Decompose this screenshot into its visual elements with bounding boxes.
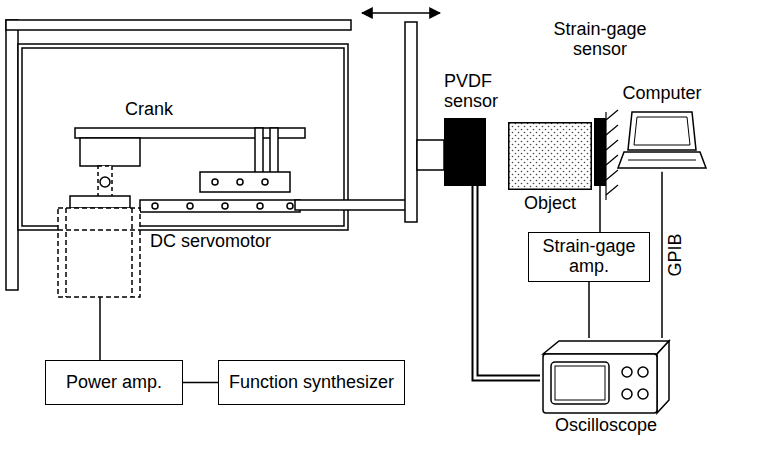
crank-mechanism [100, 177, 110, 187]
dc-servomotor [58, 229, 140, 231]
node-text: Oscilloscope [540, 416, 672, 436]
crank-mechanism [222, 203, 228, 209]
fixed-wall [606, 110, 618, 200]
crank-mechanism [237, 179, 243, 185]
oscilloscope-part [657, 341, 669, 413]
dc-servomotor [58, 196, 140, 297]
part-label: DC servomotor [150, 232, 271, 252]
dc-servomotor [58, 208, 140, 297]
connector-line [183, 382, 218, 384]
fixed-wall [606, 110, 618, 120]
connector-line [588, 282, 590, 338]
crank-mechanism [187, 203, 193, 209]
connector [475, 186, 540, 378]
oscilloscope-part [638, 367, 648, 377]
crank-mechanism [417, 140, 444, 170]
laptop-icon [616, 110, 708, 172]
fixed-wall [606, 140, 618, 150]
power-amp-box: Power amp. [45, 360, 183, 405]
node-text: Strain-gage amp. [539, 237, 639, 277]
strain-gage-amp-box: Strain-gage amp. [528, 232, 650, 282]
motion-arrow [362, 12, 440, 14]
crank-mechanism [212, 179, 218, 185]
dc-servomotor [65, 208, 67, 297]
motor-wire [99, 297, 101, 360]
connector-line [475, 186, 540, 378]
oscilloscope-part [638, 389, 648, 399]
oscilloscope-part [555, 366, 605, 400]
oscilloscope-part [551, 362, 609, 404]
fixed-wall [606, 125, 618, 135]
edge-label: GPIB [666, 231, 686, 278]
oscilloscope-part [543, 354, 657, 413]
oscilloscope-icon [541, 338, 671, 416]
oscilloscope-part [622, 367, 632, 377]
crank-mechanism [257, 203, 263, 209]
connector [662, 172, 663, 338]
object-box [508, 122, 592, 190]
computer: Computer [612, 84, 712, 172]
part-label: Crank [125, 100, 173, 120]
connector [183, 382, 218, 383]
pvdf-sensor: PVDF sensor [444, 72, 506, 186]
crank-mechanism [80, 138, 140, 166]
fixed-wall [606, 185, 618, 195]
sensor-film [444, 118, 486, 186]
connector [600, 186, 601, 232]
laptop-part [618, 152, 706, 168]
crank-mechanism [295, 200, 407, 210]
connector-line [661, 172, 663, 338]
object-specimen: Object [508, 122, 592, 214]
frame [6, 20, 18, 290]
fixed-wall [606, 170, 618, 180]
oscilloscope: Oscilloscope [540, 338, 672, 436]
laptop-part [628, 159, 696, 160]
node-text: Computer [612, 84, 712, 104]
crank-mechanism [75, 22, 444, 222]
strain-gage-strip [594, 118, 606, 186]
oscilloscope-part [622, 389, 632, 399]
dc-servomotor [131, 208, 133, 297]
node-text: Power amp. [66, 373, 162, 393]
frame [6, 20, 351, 30]
connector-line [475, 186, 540, 378]
node-text: PVDF sensor [444, 72, 506, 112]
oscilloscope-part [543, 341, 669, 354]
node-text: Function synthesizer [229, 373, 394, 393]
fixed-wall [606, 155, 618, 165]
function-synthesizer-box: Function synthesizer [218, 360, 405, 405]
crank-mechanism [287, 203, 293, 209]
connector-line [599, 186, 601, 232]
connector [589, 282, 590, 338]
laptop-part [628, 112, 696, 150]
crank-mechanism [405, 22, 417, 222]
object-outline [509, 123, 592, 190]
node-text: Strain-gage sensor [545, 20, 655, 60]
crank-mechanism [262, 179, 268, 185]
node-text: Object [508, 194, 592, 214]
crank-mechanism [152, 203, 158, 209]
laptop-part [634, 117, 690, 145]
dc-servomotor [70, 196, 130, 208]
crank-mechanism [200, 172, 290, 192]
crank-mechanism [140, 200, 300, 212]
